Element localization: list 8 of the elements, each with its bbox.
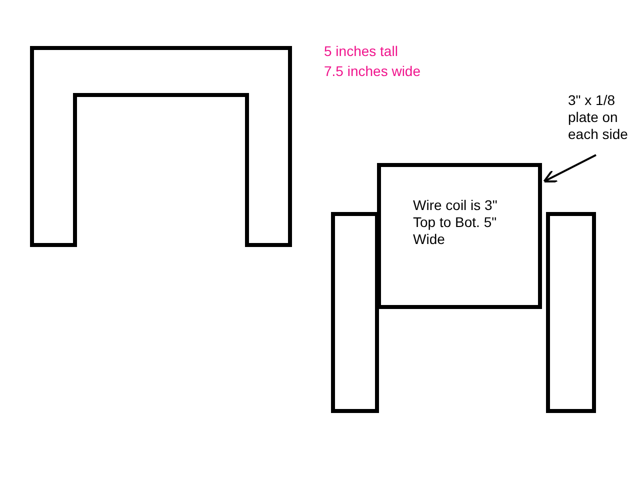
side-plate [546,212,596,413]
note-text: 3" x 1/8 plate on each side [568,92,629,143]
dimension-note: 5 inches tall [324,42,398,61]
leader-arrow [543,154,596,182]
dimension-note: 7.5 inches wide [324,62,421,81]
side-plate [331,212,379,413]
coil-box [377,163,542,309]
coil-note: Wire coil is 3" Top to Bot. 5" Wide [413,197,498,248]
